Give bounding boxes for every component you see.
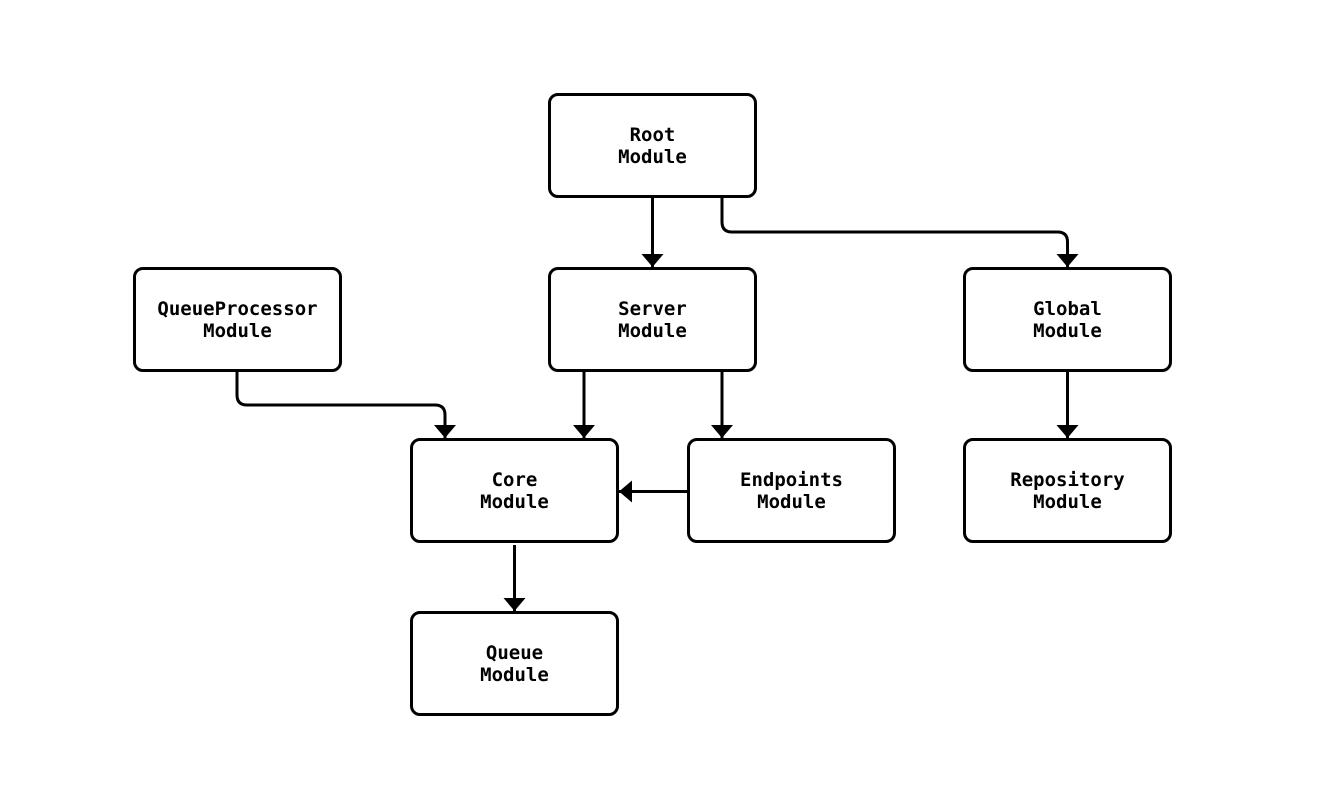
node-core-module: Core Module: [410, 438, 619, 543]
node-queue-module: Queue Module: [410, 611, 619, 716]
node-label: Core Module: [480, 468, 549, 513]
node-label: QueueProcessor Module: [157, 297, 318, 342]
node-label: Repository Module: [1010, 468, 1125, 513]
edge-queueprocessor-to-core: [235, 372, 456, 438]
node-label: Server Module: [618, 297, 687, 342]
node-label: Root Module: [618, 123, 687, 168]
node-label: Endpoints Module: [740, 468, 843, 513]
node-queueprocessor-module: QueueProcessor Module: [133, 267, 342, 372]
node-global-module: Global Module: [963, 267, 1172, 372]
node-repository-module: Repository Module: [963, 438, 1172, 543]
node-label: Global Module: [1033, 297, 1102, 342]
node-label: Queue Module: [480, 641, 549, 686]
node-server-module: Server Module: [548, 267, 757, 372]
edge-root-to-global: [720, 198, 1079, 267]
node-root-module: Root Module: [548, 93, 757, 198]
node-endpoints-module: Endpoints Module: [687, 438, 896, 543]
